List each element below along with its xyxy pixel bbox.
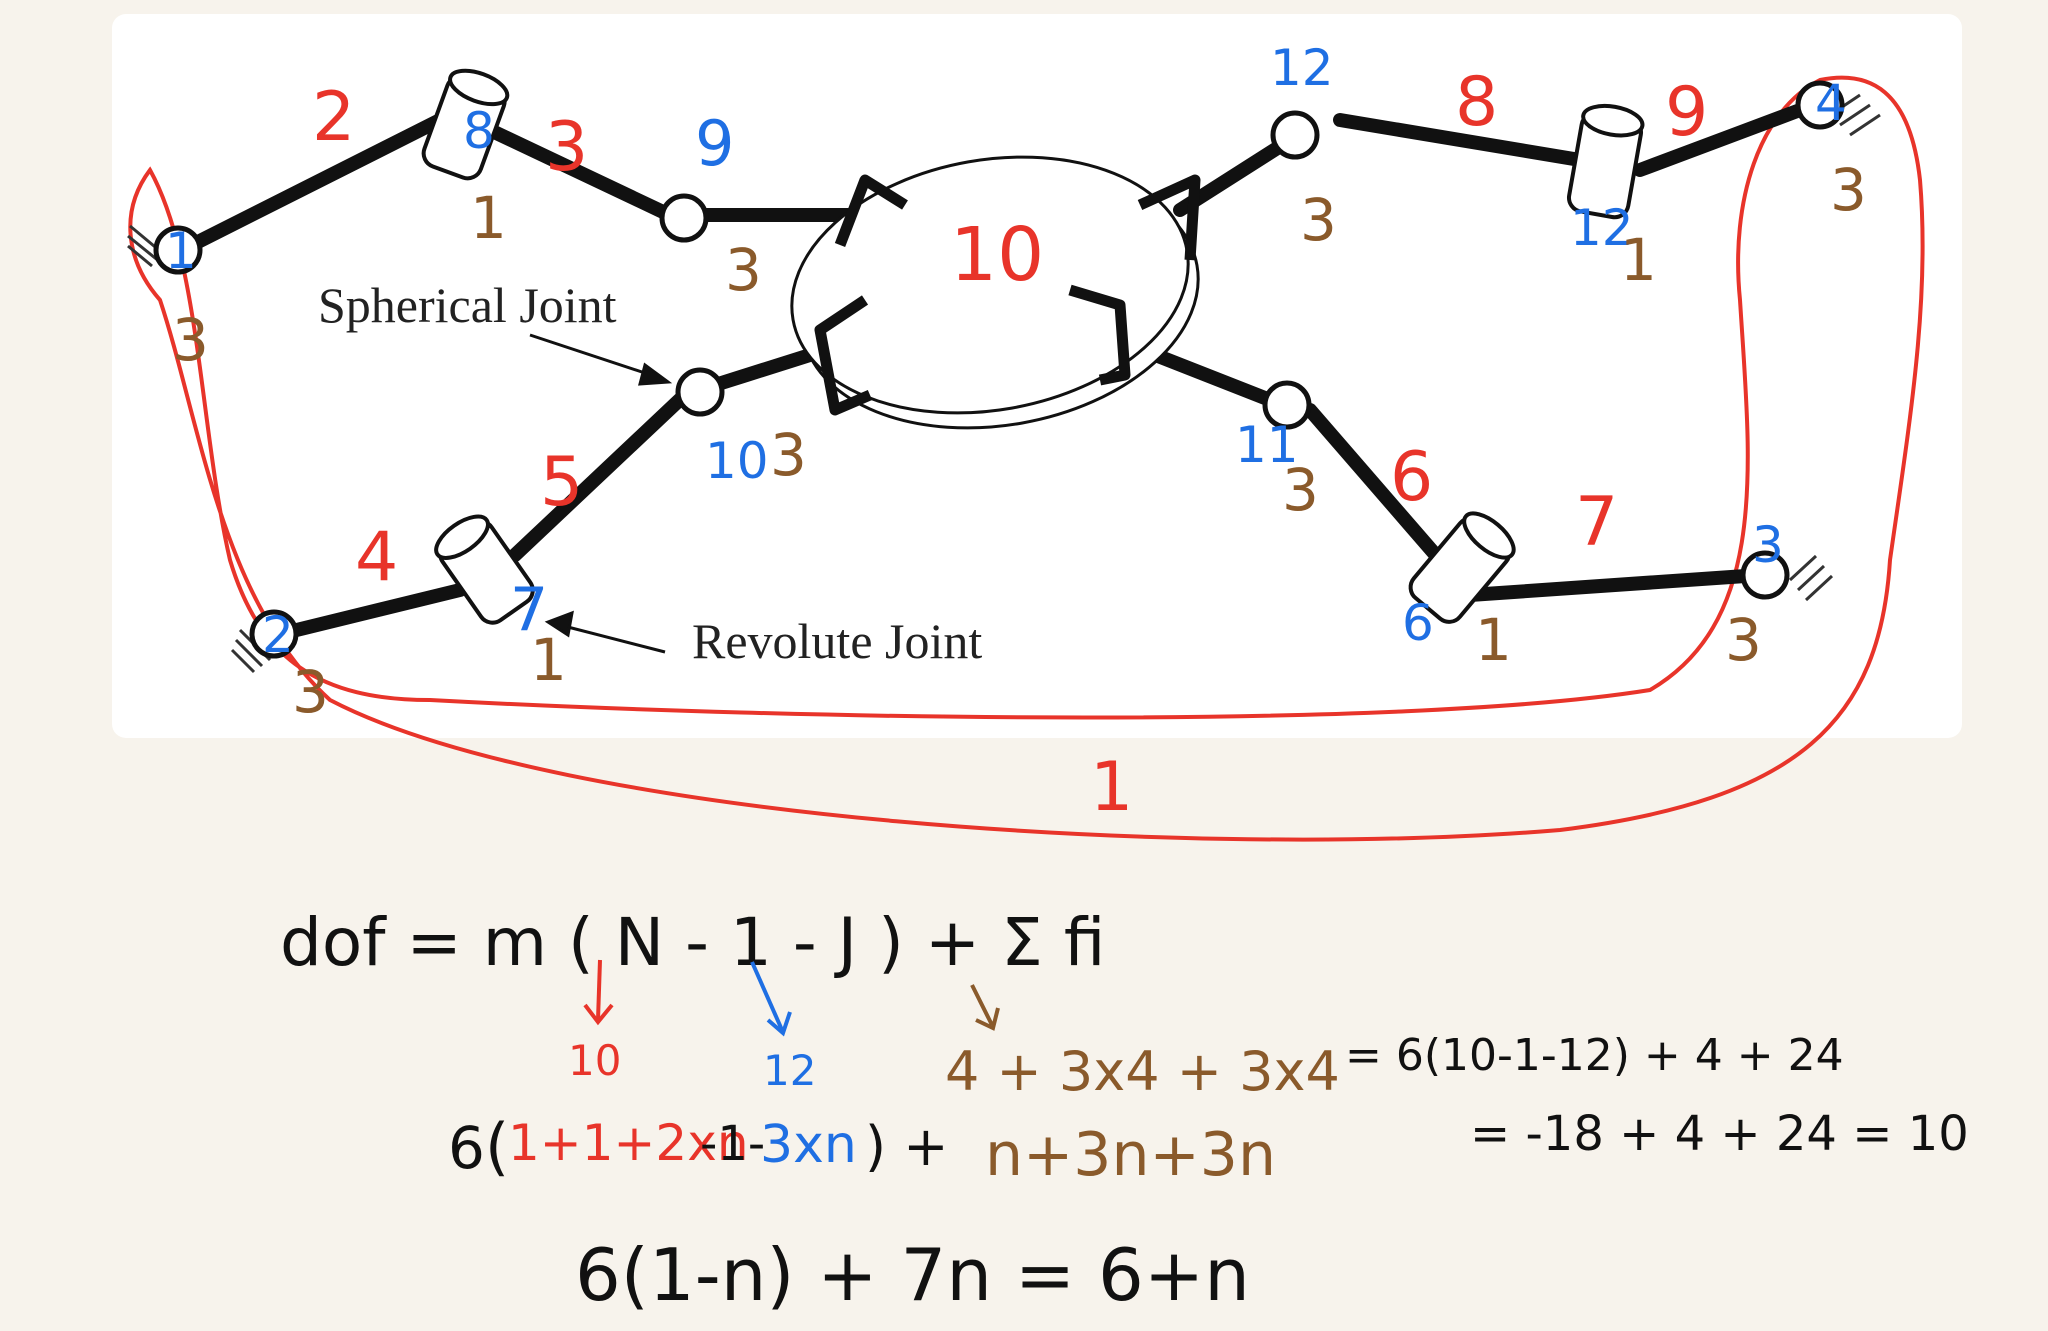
link-number: 2 (312, 78, 355, 157)
link-number: 5 (540, 443, 583, 522)
joint-number: 6 (1402, 594, 1434, 652)
link-numbers: 2 3 4 5 6 7 8 9 10 1 (312, 63, 1708, 827)
joint-dof: 3 (770, 421, 807, 489)
link-number: 6 (1390, 438, 1433, 517)
joint-number: 4 (1815, 74, 1847, 132)
joint-number: 3 (1752, 516, 1784, 574)
general-pre: 6 (448, 1114, 485, 1182)
joint-dof: 1 (1620, 226, 1657, 294)
link-number: 3 (545, 108, 588, 187)
final-result: 6(1-n) + 7n = 6+n (575, 1233, 1250, 1317)
general-mid: -1- (700, 1116, 765, 1172)
joint-dof: 3 (1282, 456, 1319, 524)
result-line-a: = 6(10-1-12) + 4 + 24 (1345, 1030, 1844, 1081)
joint-dof: 1 (470, 184, 507, 252)
general-red: 1+1+2xn (508, 1114, 749, 1172)
ground-link-outline (128, 75, 1925, 842)
pointer-arrows (529, 333, 673, 654)
joint-dof: 3 (1300, 186, 1337, 254)
general-blue: 3xn (760, 1115, 857, 1175)
joint-number: 12 (1570, 199, 1634, 257)
joint-number: 2 (262, 606, 294, 664)
joint-dof: 3 (1830, 156, 1867, 224)
joint-dof: 3 (725, 236, 762, 304)
j-value: 12 (763, 1046, 816, 1095)
n-value: 10 (568, 1036, 621, 1085)
link-number: 7 (1575, 483, 1618, 562)
joint-number: 8 (463, 102, 495, 160)
joint-number: 11 (1235, 416, 1299, 474)
link-number: 1 (1090, 748, 1133, 827)
link-number: 4 (355, 518, 398, 597)
joint-dof: 1 (1475, 606, 1512, 674)
joint-number: 9 (695, 107, 734, 180)
general-bracket: ( (485, 1110, 509, 1183)
general-brown: n+3n+3n (985, 1120, 1276, 1190)
equations: dof = m ( N - 1 - J ) + Σ fi 10 12 4 + 3… (280, 904, 1969, 1317)
spherical-joint-label: Spherical Joint (318, 277, 617, 333)
revolute-joint-label: Revolute Joint (692, 613, 982, 669)
joint-number: 7 (510, 575, 548, 645)
joint-dof: 3 (1725, 606, 1762, 674)
links (175, 103, 1807, 643)
link-number: 9 (1665, 73, 1708, 152)
platform (790, 155, 1201, 430)
joint-numbers: 1 2 3 4 6 7 8 9 10 11 12 12 (165, 39, 1847, 664)
dof-formula: dof = m ( N - 1 - J ) + Σ fi (280, 904, 1105, 981)
general-post: ) + (865, 1115, 948, 1178)
result-line-b: = -18 + 4 + 24 = 10 (1470, 1106, 1969, 1162)
joint-number: 1 (165, 222, 197, 280)
joint-dof: 1 (530, 626, 567, 694)
joint-dofs: 3 3 3 3 3 3 3 3 1 1 1 1 (172, 156, 1867, 726)
f-sum: 4 + 3x4 + 3x4 (945, 1040, 1340, 1103)
joint-dof: 3 (172, 306, 209, 374)
joint-dof: 3 (292, 658, 329, 726)
spherical-joints (153, 80, 1845, 659)
joint-number: 10 (705, 432, 769, 490)
formula-arrows (583, 959, 1000, 1037)
link-number: 8 (1455, 63, 1498, 142)
link-number: 10 (950, 212, 1044, 298)
joint-number: 12 (1270, 39, 1334, 97)
revolute-joints (421, 68, 1645, 625)
